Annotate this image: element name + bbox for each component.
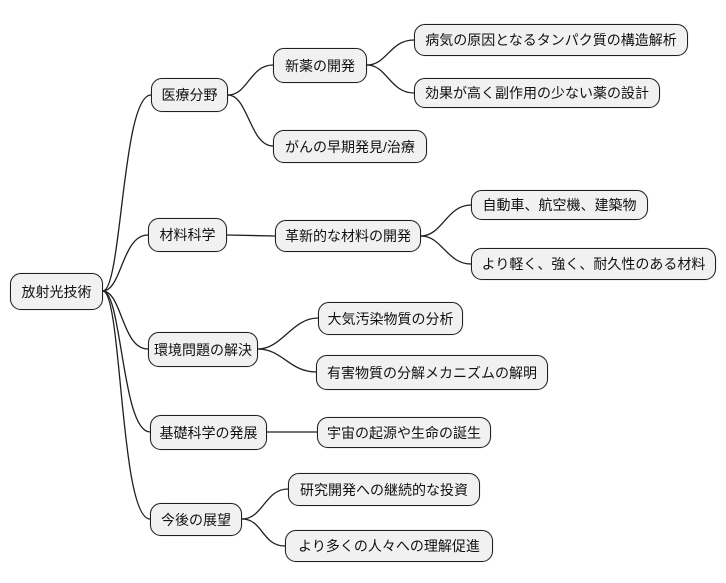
node-future-outlook: 今後の展望 (150, 503, 242, 536)
edge-innovative-vehicles (420, 204, 472, 237)
edge-new-drug-protein (366, 39, 415, 66)
node-basic-science: 基礎科学の発展 (150, 415, 267, 450)
edge-medical-new-drug (227, 64, 274, 96)
node-vehicles-buildings: 自動車、航空機、建築物 (471, 190, 648, 220)
node-protein-analysis: 病気の原因となるタンパク質の構造解析 (414, 24, 688, 56)
node-drug-development: 新薬の開発 (273, 48, 367, 83)
node-public-understanding: より多くの人々への理解促進 (285, 530, 493, 562)
edge-future-investment (241, 488, 289, 520)
node-materials-science: 材料科学 (148, 218, 227, 252)
edge-root-medical (102, 94, 152, 292)
edge-root-materials (102, 234, 149, 292)
edge-root-environment (102, 290, 149, 350)
edge-root-future (102, 290, 151, 520)
edge-environment-hazardous (257, 348, 317, 373)
edge-medical-cancer (227, 94, 274, 147)
node-innovative-materials: 革新的な材料の開発 (275, 220, 421, 252)
node-decomposition-mechanism: 有害物質の分解メカニズムの解明 (316, 355, 548, 390)
node-environmental-issues: 環境問題の解決 (148, 332, 258, 367)
node-cancer-detection: がんの早期発見/治療 (273, 130, 427, 163)
node-root: 放射光技術 (10, 273, 103, 310)
edge-future-understanding (241, 518, 286, 547)
node-air-pollution-analysis: 大気汚染物質の分析 (318, 302, 463, 335)
node-rd-investment: 研究開発への継続的な投資 (288, 473, 480, 506)
edge-innovative-durable (420, 235, 472, 265)
node-durable-materials: より軽く、強く、耐久性のある材料 (471, 248, 716, 280)
edge-materials-innovative (226, 234, 276, 237)
edge-environment-air (257, 317, 319, 350)
node-universe-origin: 宇宙の起源や生命の誕生 (317, 417, 491, 448)
edge-new-drug-design (366, 64, 415, 94)
node-medical-field: 医療分野 (151, 78, 228, 112)
node-drug-design: 効果が高く副作用の少ない薬の設計 (414, 78, 660, 108)
edge-root-basic-science (102, 290, 151, 433)
